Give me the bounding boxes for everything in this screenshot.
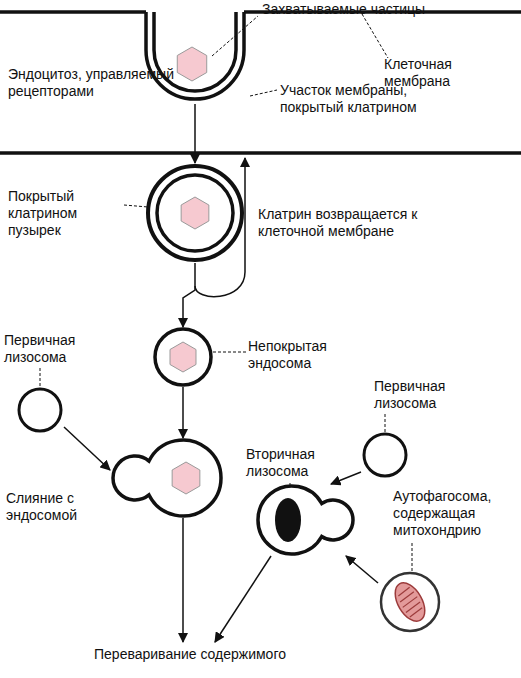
digested-content xyxy=(275,498,301,542)
organelle-node: Вторичная лизосома xyxy=(256,484,356,556)
organelle-node: Слияние с эндосомой xyxy=(110,438,224,518)
organelle-node: Первичная лизосома xyxy=(16,386,64,434)
organelle-node: Участок мембраны, покрытый клатрином xyxy=(140,8,250,104)
node-label: Первичная лизосома xyxy=(374,378,464,412)
particle-hexagon xyxy=(170,342,196,372)
result-box: Переваривание содержимого xyxy=(85,642,295,670)
organelle-node: Непокрытая эндосома xyxy=(153,327,213,387)
fusion-outline xyxy=(113,440,221,516)
shape-outline xyxy=(378,570,442,634)
particle-hexagon xyxy=(177,47,206,81)
mitochondrion-crista xyxy=(397,587,410,596)
process-arrow xyxy=(346,556,378,583)
shape-outline xyxy=(145,163,245,263)
cell-membrane xyxy=(0,151,521,155)
node-label: Покрытый клатрином пузырек xyxy=(8,188,126,239)
particle-hexagon xyxy=(172,462,200,494)
annotation-label: Клатрин возвращается к клеточной мембран… xyxy=(258,206,458,240)
clathrin-coat xyxy=(148,166,242,260)
organelle-node: Аутофагосома, содержащая митохондрию xyxy=(378,570,442,634)
leader-line xyxy=(40,368,41,388)
process-arrow xyxy=(182,387,184,438)
annotation-label: Эндоцитоз, управляемый рецепторами xyxy=(8,66,183,100)
node-label: Первичная лизосома xyxy=(4,332,94,366)
process-arrow xyxy=(183,263,195,327)
leader-line xyxy=(412,543,413,572)
mitochondrion-body xyxy=(389,578,431,626)
node-label: Переваривание содержимого xyxy=(85,646,295,663)
process-arrow xyxy=(182,518,184,642)
clathrin-coat xyxy=(146,12,244,99)
leader-line xyxy=(124,205,148,207)
shape-outline xyxy=(110,438,224,518)
shape-outline xyxy=(361,431,409,479)
lysosome-circle xyxy=(364,434,406,476)
leader-line xyxy=(250,90,277,96)
node-label: Непокрытая эндосома xyxy=(248,338,348,372)
leader-line xyxy=(362,14,388,58)
process-arrow xyxy=(331,472,361,484)
secondary-lysosome-outline xyxy=(258,486,353,554)
shape-outline xyxy=(256,484,356,556)
organelle-node: Первичная лизосома xyxy=(361,431,409,479)
lysosome-circle xyxy=(19,389,61,431)
autophagosome-circle xyxy=(381,573,439,631)
process-arrow xyxy=(64,427,110,470)
organelle-node: Покрытый клатрином пузырек xyxy=(145,163,245,263)
node-label: Вторичная лизосома xyxy=(246,446,346,480)
node-label: Слияние с эндосомой xyxy=(6,490,106,524)
vesicle-membrane xyxy=(157,175,233,251)
annotation-label: Клеточная мембрана xyxy=(384,56,521,90)
endosome-circle xyxy=(155,329,211,385)
shape-outline xyxy=(140,8,250,104)
leader-line xyxy=(213,352,246,353)
mitochondrion-crista xyxy=(409,608,423,617)
leader-line xyxy=(385,414,386,433)
node-label: Аутофагосома, содержащая митохондрию xyxy=(393,488,518,539)
process-arrow xyxy=(194,104,196,163)
shape-outline xyxy=(153,327,213,387)
particle-hexagon xyxy=(181,197,209,229)
mitochondrion xyxy=(389,578,431,626)
annotation-label: Захватываемые частицы xyxy=(262,1,462,18)
process-arrow xyxy=(215,556,271,642)
cell-membrane xyxy=(0,10,146,14)
shape-outline xyxy=(16,386,64,434)
